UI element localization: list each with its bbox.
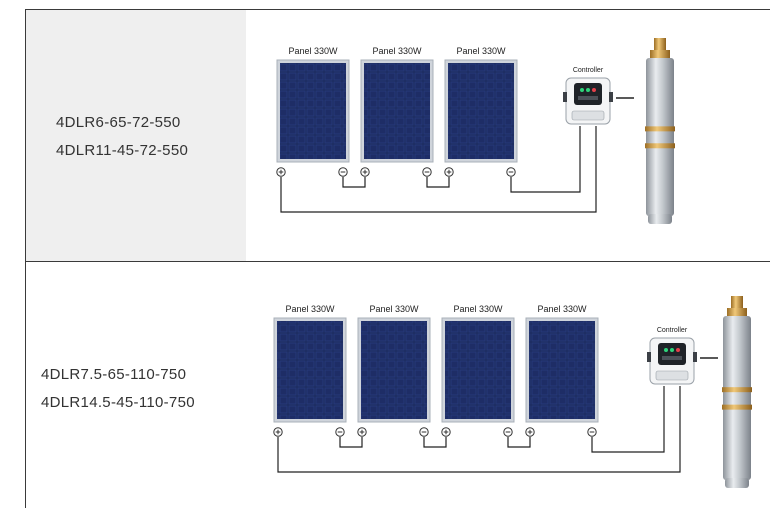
controller-label: Controller: [657, 327, 688, 334]
panel-label: Panel 330W: [369, 304, 419, 314]
row2-model-2: 4DLR14.5-45-110-750: [41, 394, 195, 411]
negative-terminal-icon: [338, 167, 348, 177]
panel-label: Panel 330W: [453, 304, 503, 314]
negative-terminal-icon: [335, 427, 345, 437]
solar-panel-3: Panel 330W: [444, 46, 518, 163]
panel-label: Panel 330W: [537, 304, 587, 314]
positive-terminal-icon: [444, 167, 454, 177]
positive-terminal-icon: [357, 427, 367, 437]
solar-panel-2: Panel 330W: [357, 304, 431, 423]
row2-model-cell: 4DLR7.5-65-110-750 4DLR14.5-45-110-750: [26, 262, 246, 508]
submersible-pump: [722, 296, 752, 488]
row2-diagram: Panel 330W Panel 330W Panel 330W Panel 330W…: [273, 296, 752, 488]
negative-terminal-icon: [587, 427, 597, 437]
submersible-pump: [645, 38, 675, 224]
series-link-wire: [339, 437, 363, 448]
panel-label: Panel 330W: [288, 46, 338, 56]
panel-label: Panel 330W: [372, 46, 422, 56]
panel-label: Panel 330W: [456, 46, 506, 56]
series-link-wire: [423, 437, 447, 448]
series-link-wire: [507, 437, 531, 448]
positive-terminal-icon: [525, 427, 535, 437]
series-link-wire: [426, 177, 450, 188]
table-border-left: [25, 9, 26, 508]
row1-model-cell: 4DLR6-65-72-550 4DLR11-45-72-550: [26, 10, 246, 261]
positive-terminal-icon: [360, 167, 370, 177]
solar-panel-1: Panel 330W: [276, 46, 350, 163]
solar-panel-2: Panel 330W: [360, 46, 434, 163]
row1-diagram: Panel 330W Panel 330W Panel 330W Controller: [276, 38, 675, 224]
controller: Controller: [563, 67, 613, 125]
positive-wire: [277, 386, 681, 473]
negative-terminal-icon: [503, 427, 513, 437]
solar-panel-3: Panel 330W: [441, 304, 515, 423]
negative-wire: [510, 126, 581, 193]
row1-model-1: 4DLR6-65-72-550: [56, 114, 181, 131]
row1-model-2: 4DLR11-45-72-550: [56, 142, 189, 159]
series-link-wire: [342, 177, 366, 188]
table-row-divider: [25, 261, 770, 262]
positive-terminal-icon: [276, 167, 286, 177]
negative-terminal-icon: [422, 167, 432, 177]
negative-terminal-icon: [419, 427, 429, 437]
negative-wire: [591, 386, 665, 453]
positive-terminal-icon: [441, 427, 451, 437]
controller: Controller: [647, 327, 697, 385]
panel-label: Panel 330W: [285, 304, 335, 314]
table-border-top: [25, 9, 770, 10]
row2-model-1: 4DLR7.5-65-110-750: [41, 366, 187, 383]
positive-wire: [280, 126, 597, 213]
solar-panel-1: Panel 330W: [273, 304, 347, 423]
solar-panel-4: Panel 330W: [525, 304, 599, 423]
positive-terminal-icon: [273, 427, 283, 437]
controller-label: Controller: [573, 67, 604, 74]
negative-terminal-icon: [506, 167, 516, 177]
